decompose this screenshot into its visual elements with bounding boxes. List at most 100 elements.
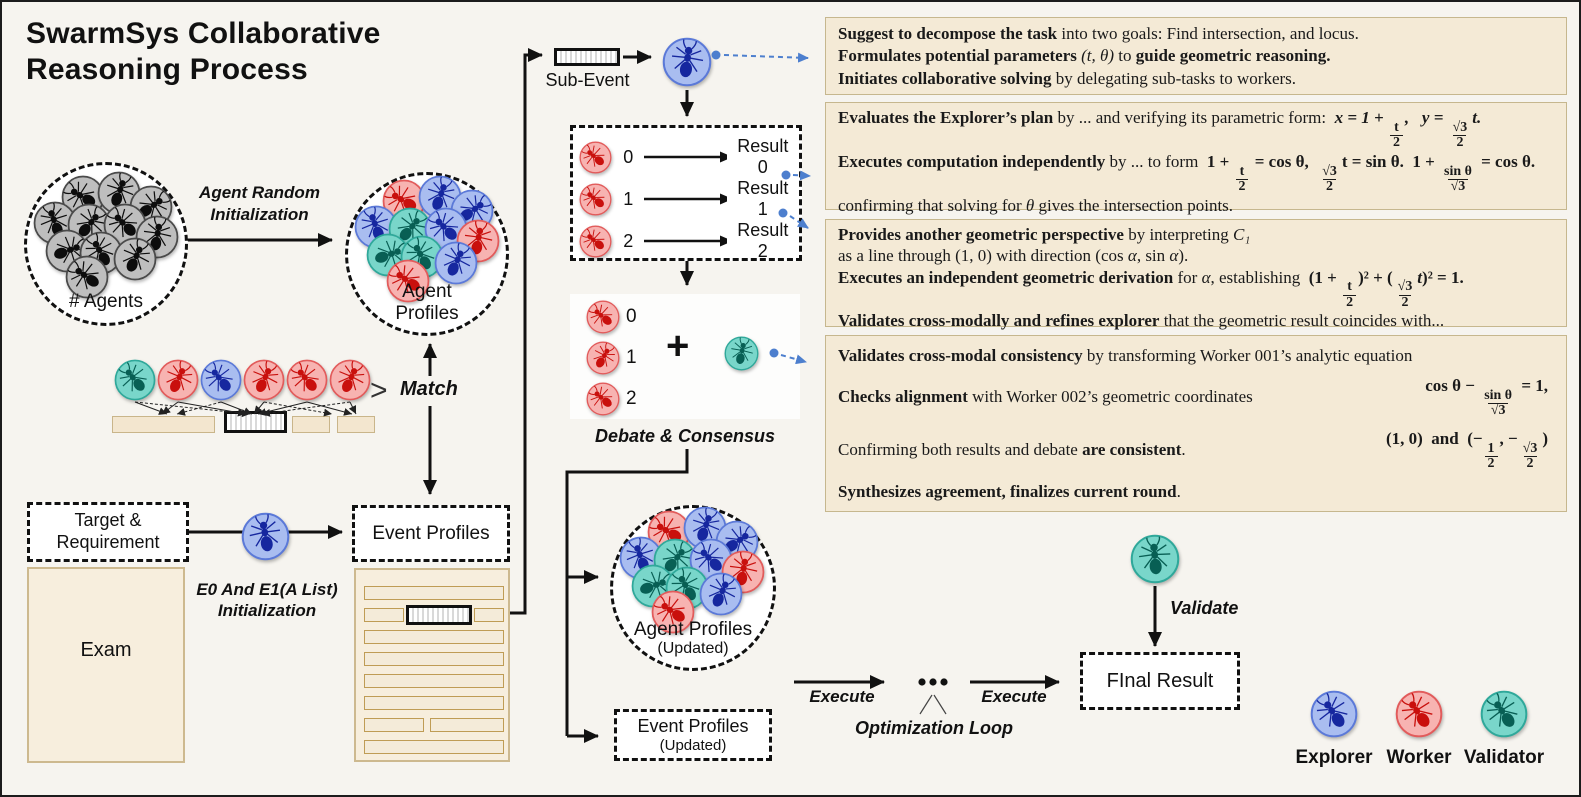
note-line: Executes an independent geometric deriva… — [838, 267, 1464, 310]
result-arrow — [644, 151, 727, 163]
worker-index: 1 — [626, 347, 637, 368]
event-row — [474, 608, 504, 622]
page-title: SwarmSys Collaborative Reasoning Process — [26, 16, 381, 88]
worker-ant-icon — [579, 224, 612, 258]
agent-profiles-label: Agent Profiles — [395, 281, 459, 325]
event-row — [364, 652, 504, 666]
note-line: Validates cross-modal consistency by tra… — [838, 345, 1413, 365]
updated-sub-label: (Updated) — [659, 736, 727, 754]
worker-ant-icon — [579, 182, 612, 216]
execute-label-2: Execute — [981, 687, 1047, 706]
event-row — [364, 718, 424, 732]
final-result-box: FInal Result — [1080, 652, 1240, 710]
worker-ant-icon — [286, 359, 328, 401]
event-row — [364, 674, 504, 688]
event-profiles-panel — [354, 568, 510, 762]
note-box-worker-1: Evaluates the Explorer’s plan by ... and… — [825, 102, 1567, 215]
sub-event-stripe — [554, 48, 620, 66]
event-row — [430, 718, 504, 732]
sub-event-label: Sub-Event — [545, 70, 630, 90]
worker-index: 1 — [623, 188, 634, 209]
legend-item-validator: Validator — [1459, 690, 1549, 769]
note-line: Checks alignment with Worker 002’s geome… — [838, 376, 1548, 419]
event-row — [364, 696, 504, 710]
worker-index: 0 — [626, 306, 637, 327]
exam-panel: Exam — [27, 567, 185, 763]
legend-item-explorer: Explorer — [1289, 690, 1379, 769]
note-box-worker-2: Provides another geometric perspective b… — [825, 219, 1567, 330]
worker-ant-icon — [651, 590, 695, 634]
note-line: as a line through (1, 0) with direction … — [838, 246, 1189, 266]
note-line: confirming that solving for θ gives the … — [838, 195, 1234, 215]
plus-sign: + — [666, 324, 690, 368]
explorer-ant-icon — [241, 512, 290, 561]
worker-index: 2 — [623, 230, 634, 251]
target-requirement-box: Target & Requirement — [27, 502, 189, 562]
event-row — [364, 630, 504, 644]
validator-ant-icon — [1130, 534, 1180, 584]
worker-ant-icon — [586, 341, 620, 375]
match-gt-glyph: > — [370, 374, 388, 407]
debate-panel: 0 1 2 — [570, 294, 800, 419]
note-line: Confirming both results and debate are c… — [838, 429, 1548, 472]
worker-ant-icon — [329, 359, 371, 401]
updated-sub-label: (Updated) — [657, 640, 729, 658]
explorer-ant-icon — [434, 241, 478, 285]
event-row — [364, 586, 504, 600]
agent-cluster-updated — [613, 500, 771, 658]
event-profiles-updated-box: Event Profiles (Updated) — [614, 709, 772, 761]
worker-ant-icon — [586, 300, 620, 334]
result-label: Result 1 — [737, 178, 789, 219]
event-row — [364, 740, 504, 754]
fraction: sin θ√3 — [1444, 163, 1472, 195]
validator-ant-icon — [724, 336, 759, 371]
result-arrow — [644, 235, 727, 247]
explorer-ant-icon — [699, 572, 743, 616]
result-row: 1 Result 1 — [579, 178, 793, 220]
agent-cluster — [348, 169, 506, 327]
agent-profiles-updated-circle: Agent Profiles (Updated) — [610, 505, 776, 671]
gray-ant-cluster — [27, 165, 185, 323]
event-row — [364, 608, 404, 622]
agents-count-label: # Agents — [69, 291, 143, 312]
agent-profiles-circle: Agent Profiles — [345, 172, 509, 336]
note-line: Evaluates the Explorer’s plan by ... and… — [838, 108, 1482, 151]
neutral-ant-icon — [65, 255, 109, 299]
random-init-label: Agent Random Initialization — [199, 183, 320, 225]
selected-sub-event-stripe — [406, 605, 472, 625]
explorer-ant-icon — [689, 538, 733, 582]
worker-index: 0 — [623, 146, 634, 167]
worker-ant-icon — [1395, 690, 1443, 738]
optimization-loop-icon — [918, 678, 948, 715]
worker-ant-icon — [386, 259, 430, 303]
event-profiles-box: Event Profiles — [352, 505, 510, 562]
neutral-ant-icon — [113, 237, 157, 281]
worker-ant-icon — [586, 382, 620, 416]
worker-results-box: 0 Result 0 1 Result 1 — [570, 125, 802, 261]
validator-ant-icon — [114, 359, 156, 401]
optimization-loop-label: Optimization Loop — [855, 718, 1013, 738]
match-bar — [112, 416, 215, 433]
event-profiles-updated-text: Event Profiles — [637, 716, 749, 737]
title-line-1: SwarmSys Collaborative — [26, 17, 381, 50]
explorer-ant-icon — [418, 175, 462, 219]
result-label: Result 0 — [737, 136, 789, 177]
result-row: 0 Result 0 — [579, 136, 793, 178]
e0-init-label: E0 And E1(A List) Initialization — [196, 580, 338, 621]
match-label: Match — [400, 378, 458, 400]
worker-ant-icon — [243, 359, 285, 401]
result-arrow — [644, 193, 727, 205]
match-bar — [337, 416, 375, 433]
worker-ant-icon — [579, 140, 612, 174]
agent-profiles-updated-label: Agent Profiles (Updated) — [613, 619, 773, 658]
title-line-2: Reasoning Process — [26, 53, 308, 86]
